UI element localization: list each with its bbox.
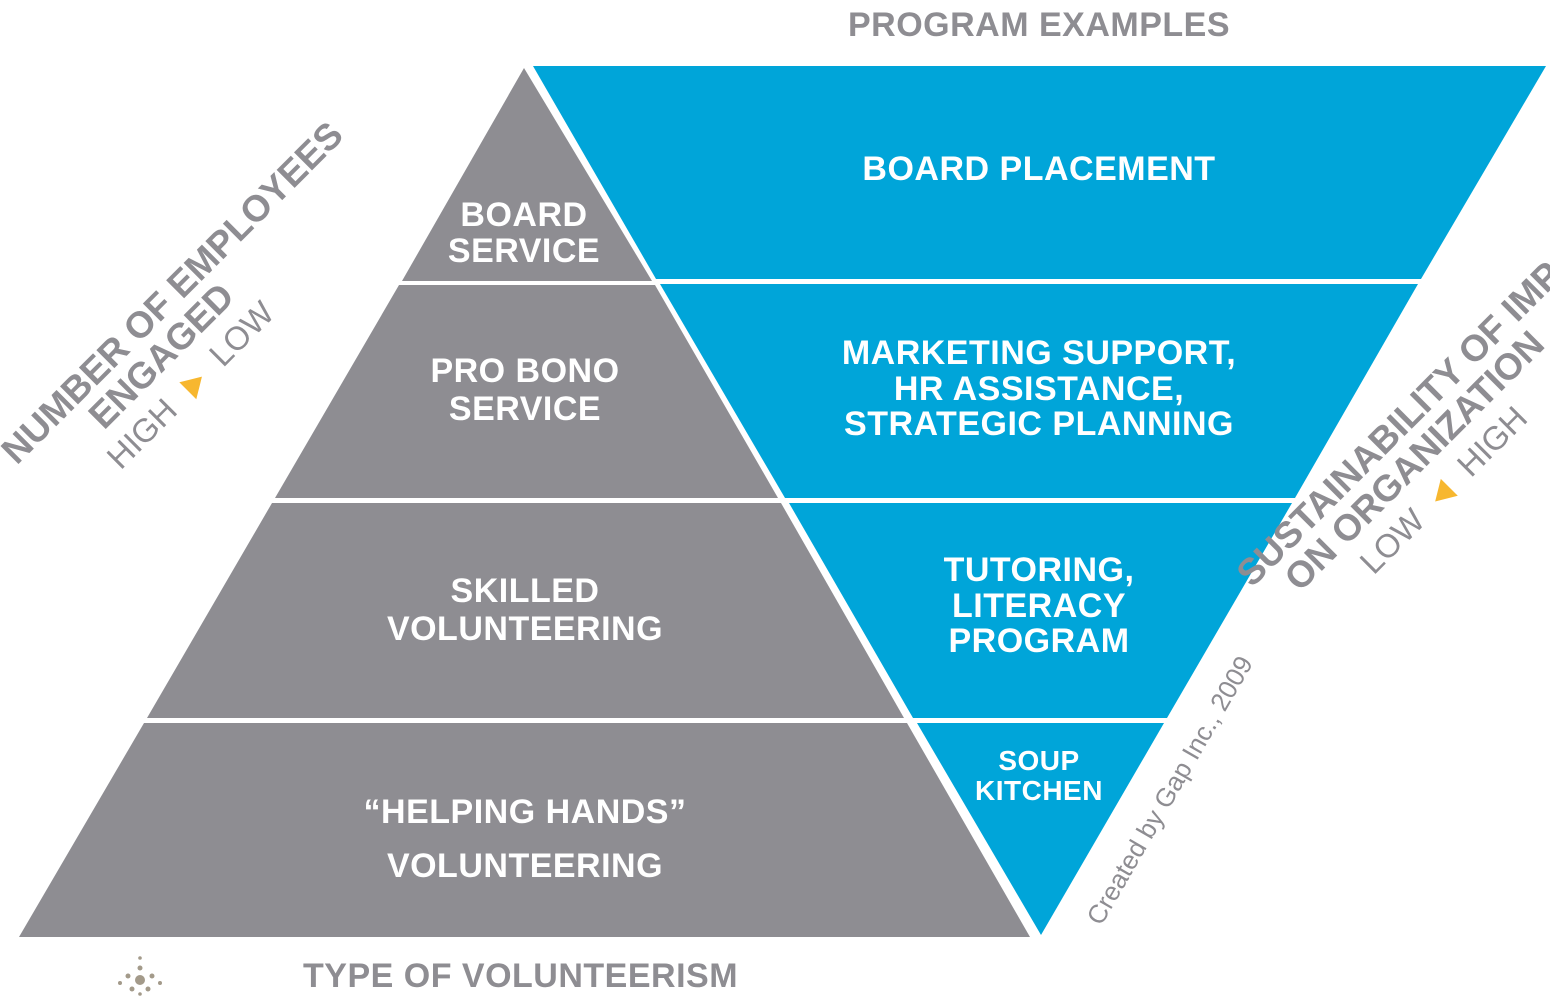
pyramid-label-pro-bono: PRO BONO SERVICE xyxy=(375,352,675,428)
pyramid-label-board-service: BOARD SERVICE xyxy=(424,196,624,270)
program-examples-title: PROGRAM EXAMPLES xyxy=(848,6,1231,44)
inverted-label-line: MARKETING SUPPORT, xyxy=(841,334,1237,372)
pyramid-label-line: VOLUNTEERING xyxy=(386,847,664,886)
pyramid-tier-skilled xyxy=(147,503,904,718)
inverted-label-line: STRATEGIC PLANNING xyxy=(844,405,1234,444)
pyramid-label-line: BOARD xyxy=(460,196,588,234)
type-of-volunteerism-title: TYPE OF VOLUNTEERISM xyxy=(303,957,739,995)
inverted-label-line: HR ASSISTANCE, xyxy=(893,369,1185,408)
pyramid-label-line: SERVICE xyxy=(448,390,602,429)
pyramid-label-line: “HELPING HANDS” xyxy=(363,793,687,831)
inverted-tier-soup-kitchen xyxy=(917,723,1164,935)
sparkle-dots-icon xyxy=(118,956,162,996)
inverted-label-line: SOUP xyxy=(998,745,1080,776)
inverted-label-board-placement: BOARD PLACEMENT xyxy=(789,150,1289,188)
pyramid-label-line: SERVICE xyxy=(447,231,601,270)
pyramid-tier-helping-hands xyxy=(19,723,1030,937)
pyramid-tier-board-service xyxy=(402,68,652,281)
inverted-label-line: BOARD PLACEMENT xyxy=(862,150,1216,188)
pyramid-tier-pro-bono xyxy=(275,285,778,498)
inverted-tier-marketing xyxy=(660,284,1418,498)
inverted-label-line: KITCHEN xyxy=(975,775,1103,807)
pyramid-label-line: PRO BONO xyxy=(430,352,620,390)
inverted-tier-board-placement xyxy=(533,66,1546,279)
inverted-tier-tutoring xyxy=(789,503,1292,718)
inverted-label-line: PROGRAM xyxy=(948,622,1130,661)
pyramid-label-line: VOLUNTEERING xyxy=(386,610,664,649)
inverted-label-line: LITERACY xyxy=(952,586,1126,625)
inverted-label-tutoring: TUTORING, LITERACY PROGRAM xyxy=(889,551,1189,661)
pyramid-label-line: SKILLED xyxy=(450,572,600,610)
inverted-label-line: TUTORING, xyxy=(943,551,1135,589)
inverted-label-marketing: MARKETING SUPPORT, HR ASSISTANCE, STRATE… xyxy=(789,334,1289,444)
pyramid-label-helping-hands: “HELPING HANDS” VOLUNTEERING xyxy=(300,785,750,894)
pyramid-label-skilled: SKILLED VOLUNTEERING xyxy=(325,572,725,648)
inverted-label-soup-kitchen: SOUP KITCHEN xyxy=(959,745,1119,807)
